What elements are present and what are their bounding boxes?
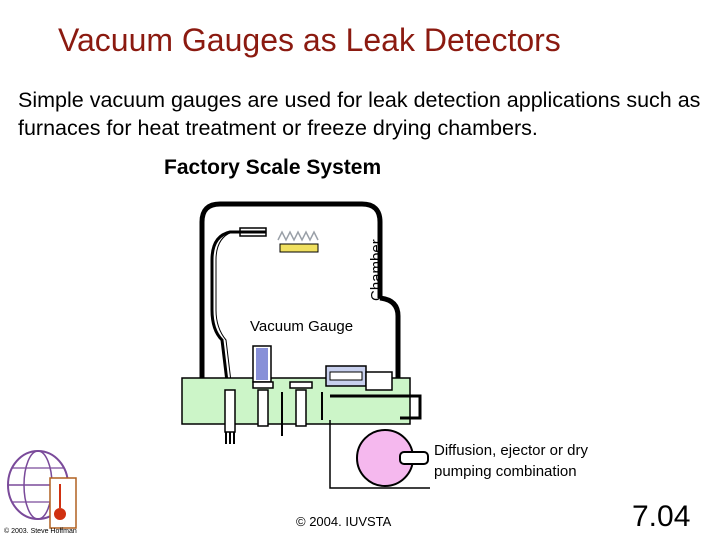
- gauge-tube: [210, 230, 266, 391]
- feedthrough-legs: [224, 389, 307, 433]
- heater-element: [279, 243, 319, 253]
- iuvsta-logo: [7, 450, 77, 529]
- heater-coil: [277, 230, 319, 242]
- intro-text: Simple vacuum gauges are used for leak d…: [18, 88, 701, 140]
- chamber-right-wall: [379, 295, 401, 317]
- copyright-text: © 2004. IUVSTA: [296, 514, 392, 529]
- slide-number: 7.04: [632, 500, 691, 533]
- pump-outlet: [399, 451, 429, 465]
- gauge-head-tube: [256, 348, 268, 380]
- gauge-flange: [252, 381, 274, 389]
- vacuum-gauge-label: Vacuum Gauge: [250, 318, 353, 335]
- pump-line-lower: [329, 420, 430, 489]
- diagram-subheading: Factory Scale System: [164, 156, 382, 179]
- slide-title: Vacuum Gauges as Leak Detectors: [58, 22, 561, 58]
- gauge-tube-inner: [215, 231, 266, 391]
- chamber-wall: [199, 201, 401, 378]
- chamber-label: Chamber: [368, 239, 385, 301]
- pump-line: [330, 394, 422, 420]
- valve-slot: [329, 371, 363, 381]
- pump-label: Diffusion, ejector or dry pumping combin…: [434, 442, 588, 480]
- valve-stem: [365, 371, 393, 391]
- gauge-flange-2: [289, 381, 313, 389]
- logo-credit: © 2003. Steve Hoffman: [4, 528, 77, 535]
